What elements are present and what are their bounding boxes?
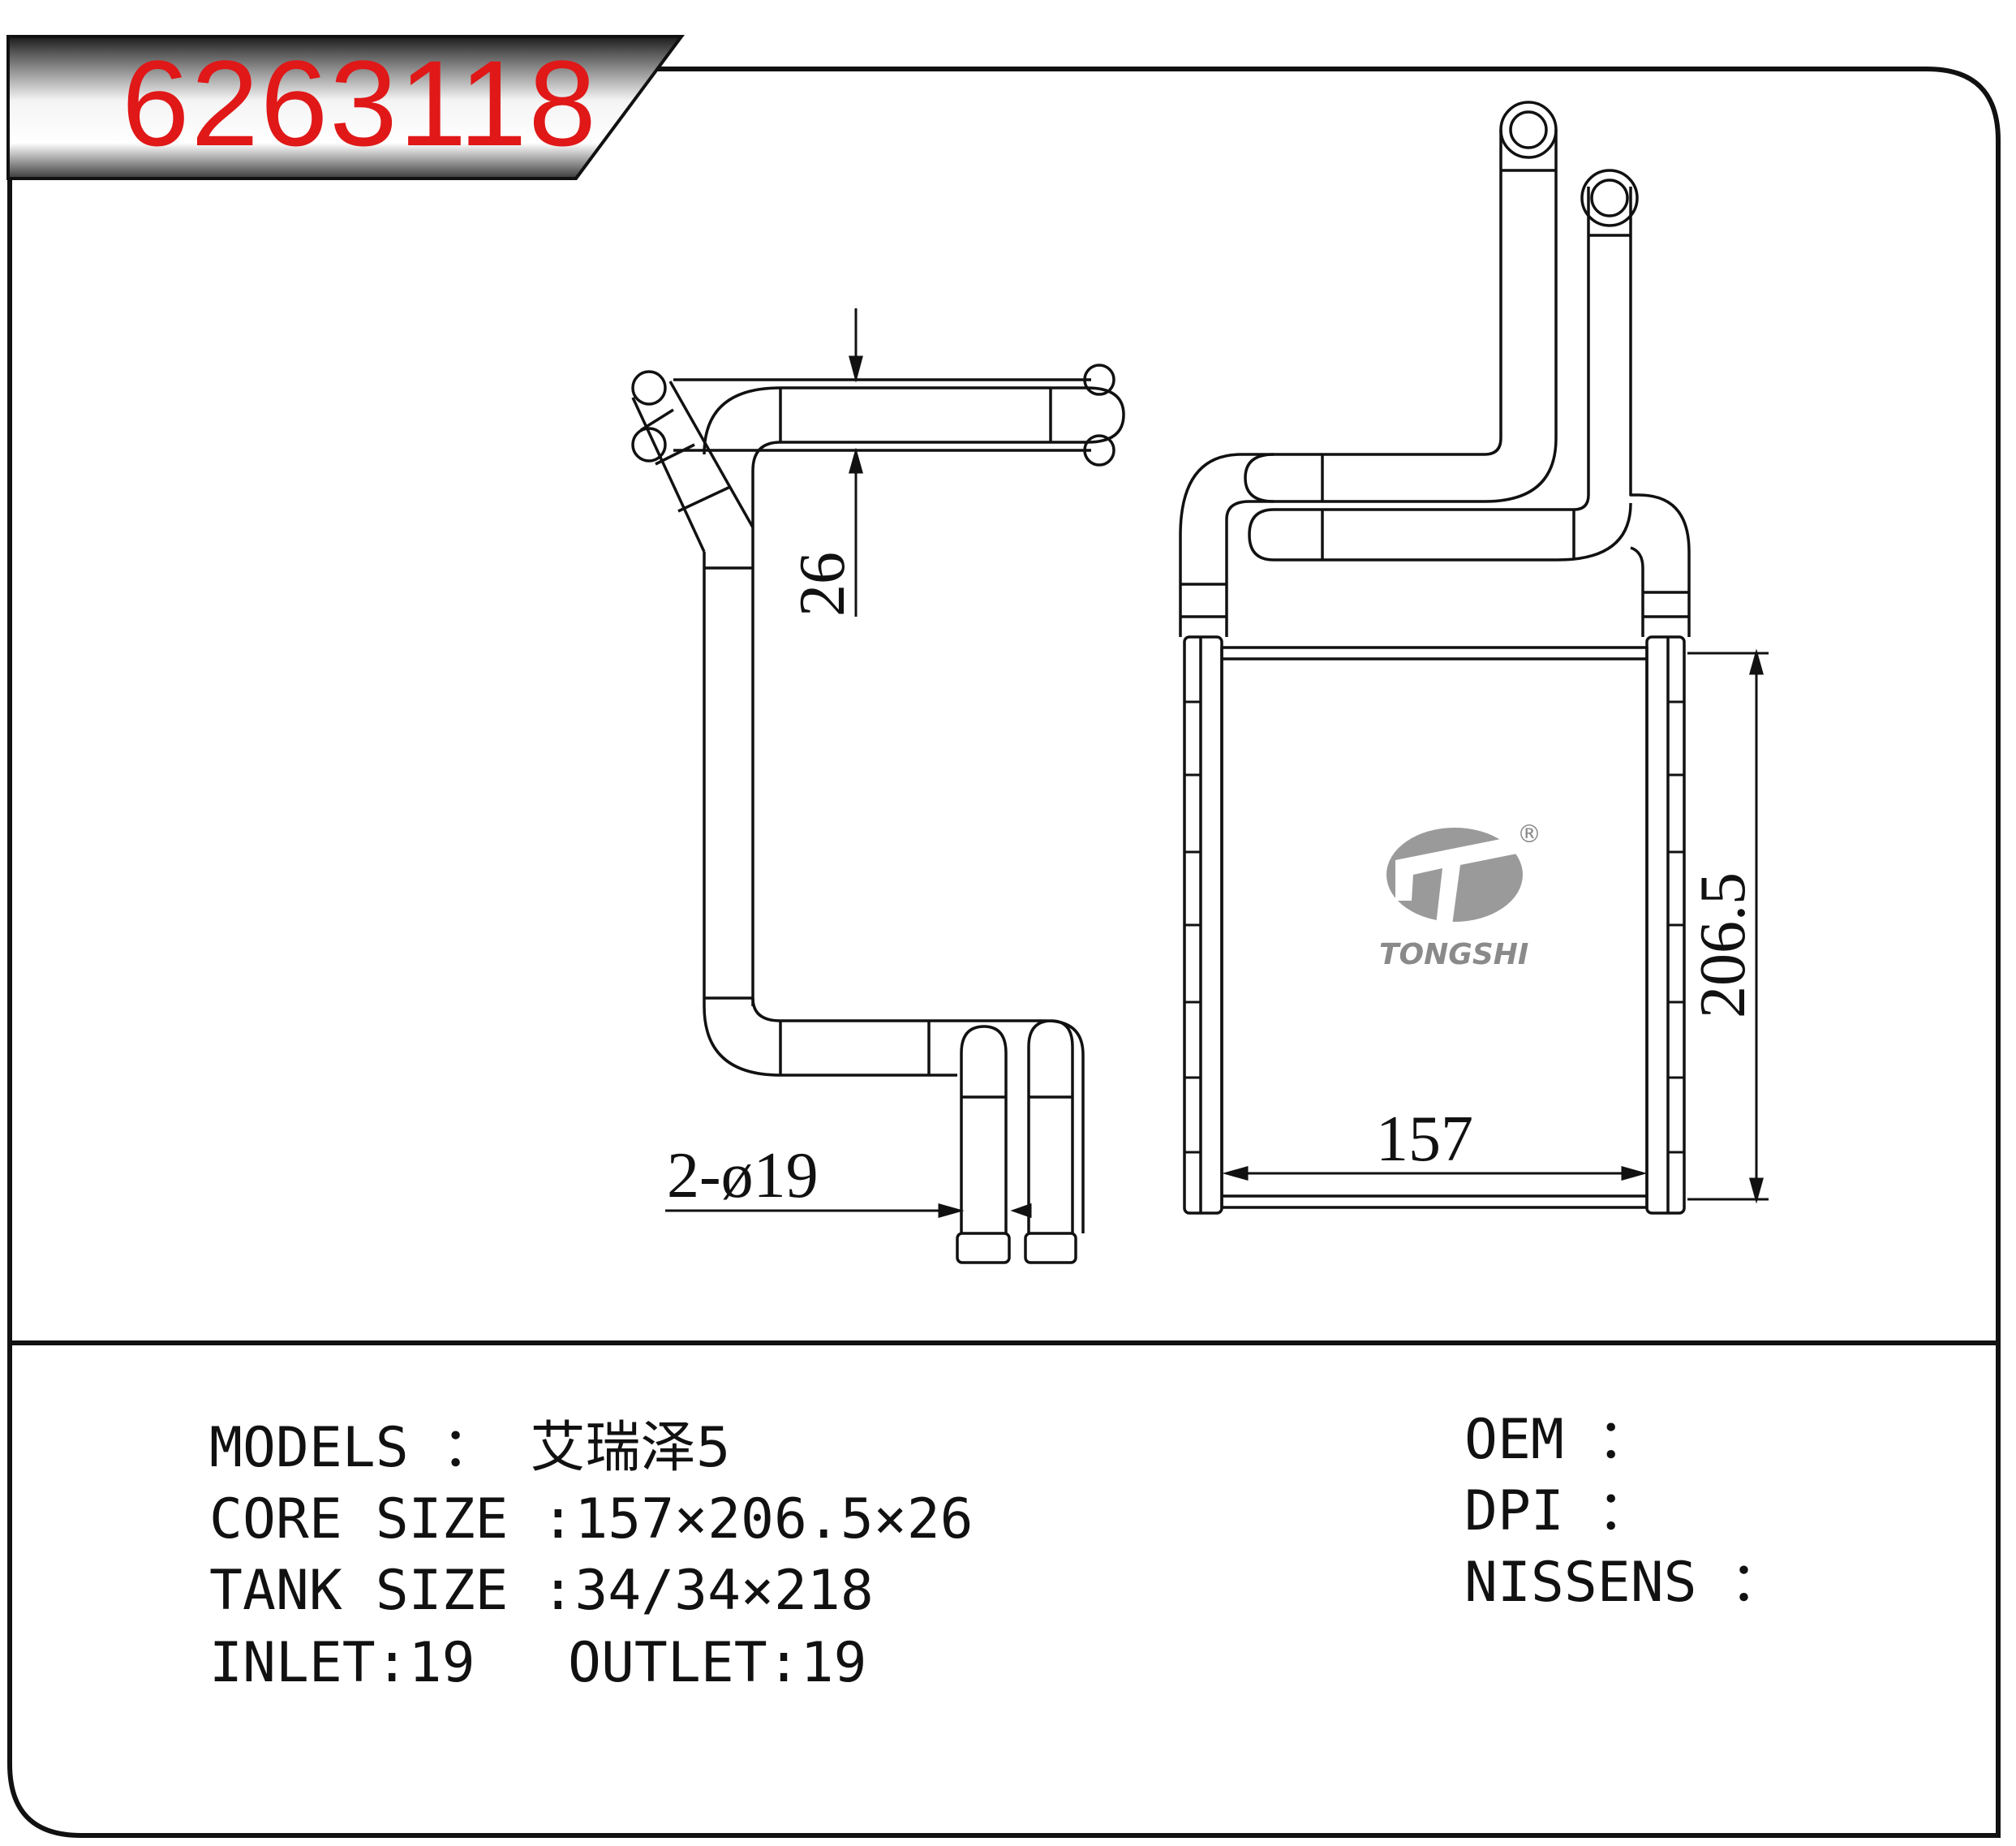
part-number: 6263118 <box>122 35 598 171</box>
models-label: MODELS ： <box>209 1416 531 1480</box>
oem-row: OEM ： <box>1464 1408 1653 1473</box>
tank-size-value: 34/34×218 <box>574 1559 874 1623</box>
core-size-label: CORE SIZE : <box>209 1487 575 1551</box>
tank-size-label: TANK SIZE : <box>209 1559 575 1623</box>
height-label: 206.5 <box>1687 872 1759 1018</box>
brand-logo: ® TONGSHI <box>1379 820 1541 971</box>
outlet-row: OUTLET:19 <box>568 1631 866 1696</box>
side-view <box>631 364 1125 1264</box>
title-banner <box>6 35 685 180</box>
width-dimension <box>1222 1166 1648 1181</box>
height-dimension <box>1687 648 1769 1204</box>
logo-text: TONGSHI <box>1379 938 1528 971</box>
tank-size-row: TANK SIZE :34/34×218 <box>209 1559 874 1624</box>
nissens-label: NISSENS ： <box>1464 1551 1786 1615</box>
sheet-border <box>7 67 2001 1838</box>
dpi-row: DPI ： <box>1464 1479 1653 1544</box>
logo-registered: ® <box>1517 820 1541 849</box>
models-row: MODELS ： 艾瑞泽5 <box>209 1416 731 1481</box>
depth-dimension <box>849 308 863 617</box>
inlet-value: 19 <box>408 1631 475 1695</box>
front-view <box>1179 101 1691 1215</box>
inlet-row: INLET:19 <box>209 1631 475 1696</box>
pipe-dimension <box>665 1203 1032 1219</box>
nissens-row: NISSENS ： <box>1464 1551 1786 1616</box>
depth-label: 26 <box>787 552 858 617</box>
dpi-label: DPI ： <box>1464 1479 1653 1543</box>
width-label: 157 <box>1376 1104 1473 1175</box>
oem-label: OEM ： <box>1464 1408 1653 1472</box>
pipe-label: 2-ø19 <box>667 1140 819 1211</box>
inlet-label: INLET: <box>209 1631 409 1695</box>
core-size-value: 157×206.5×26 <box>574 1487 974 1551</box>
core-size-row: CORE SIZE :157×206.5×26 <box>209 1487 974 1552</box>
models-value: 艾瑞泽5 <box>530 1416 731 1480</box>
outlet-value: 19 <box>800 1631 867 1695</box>
outlet-label: OUTLET: <box>568 1631 801 1695</box>
